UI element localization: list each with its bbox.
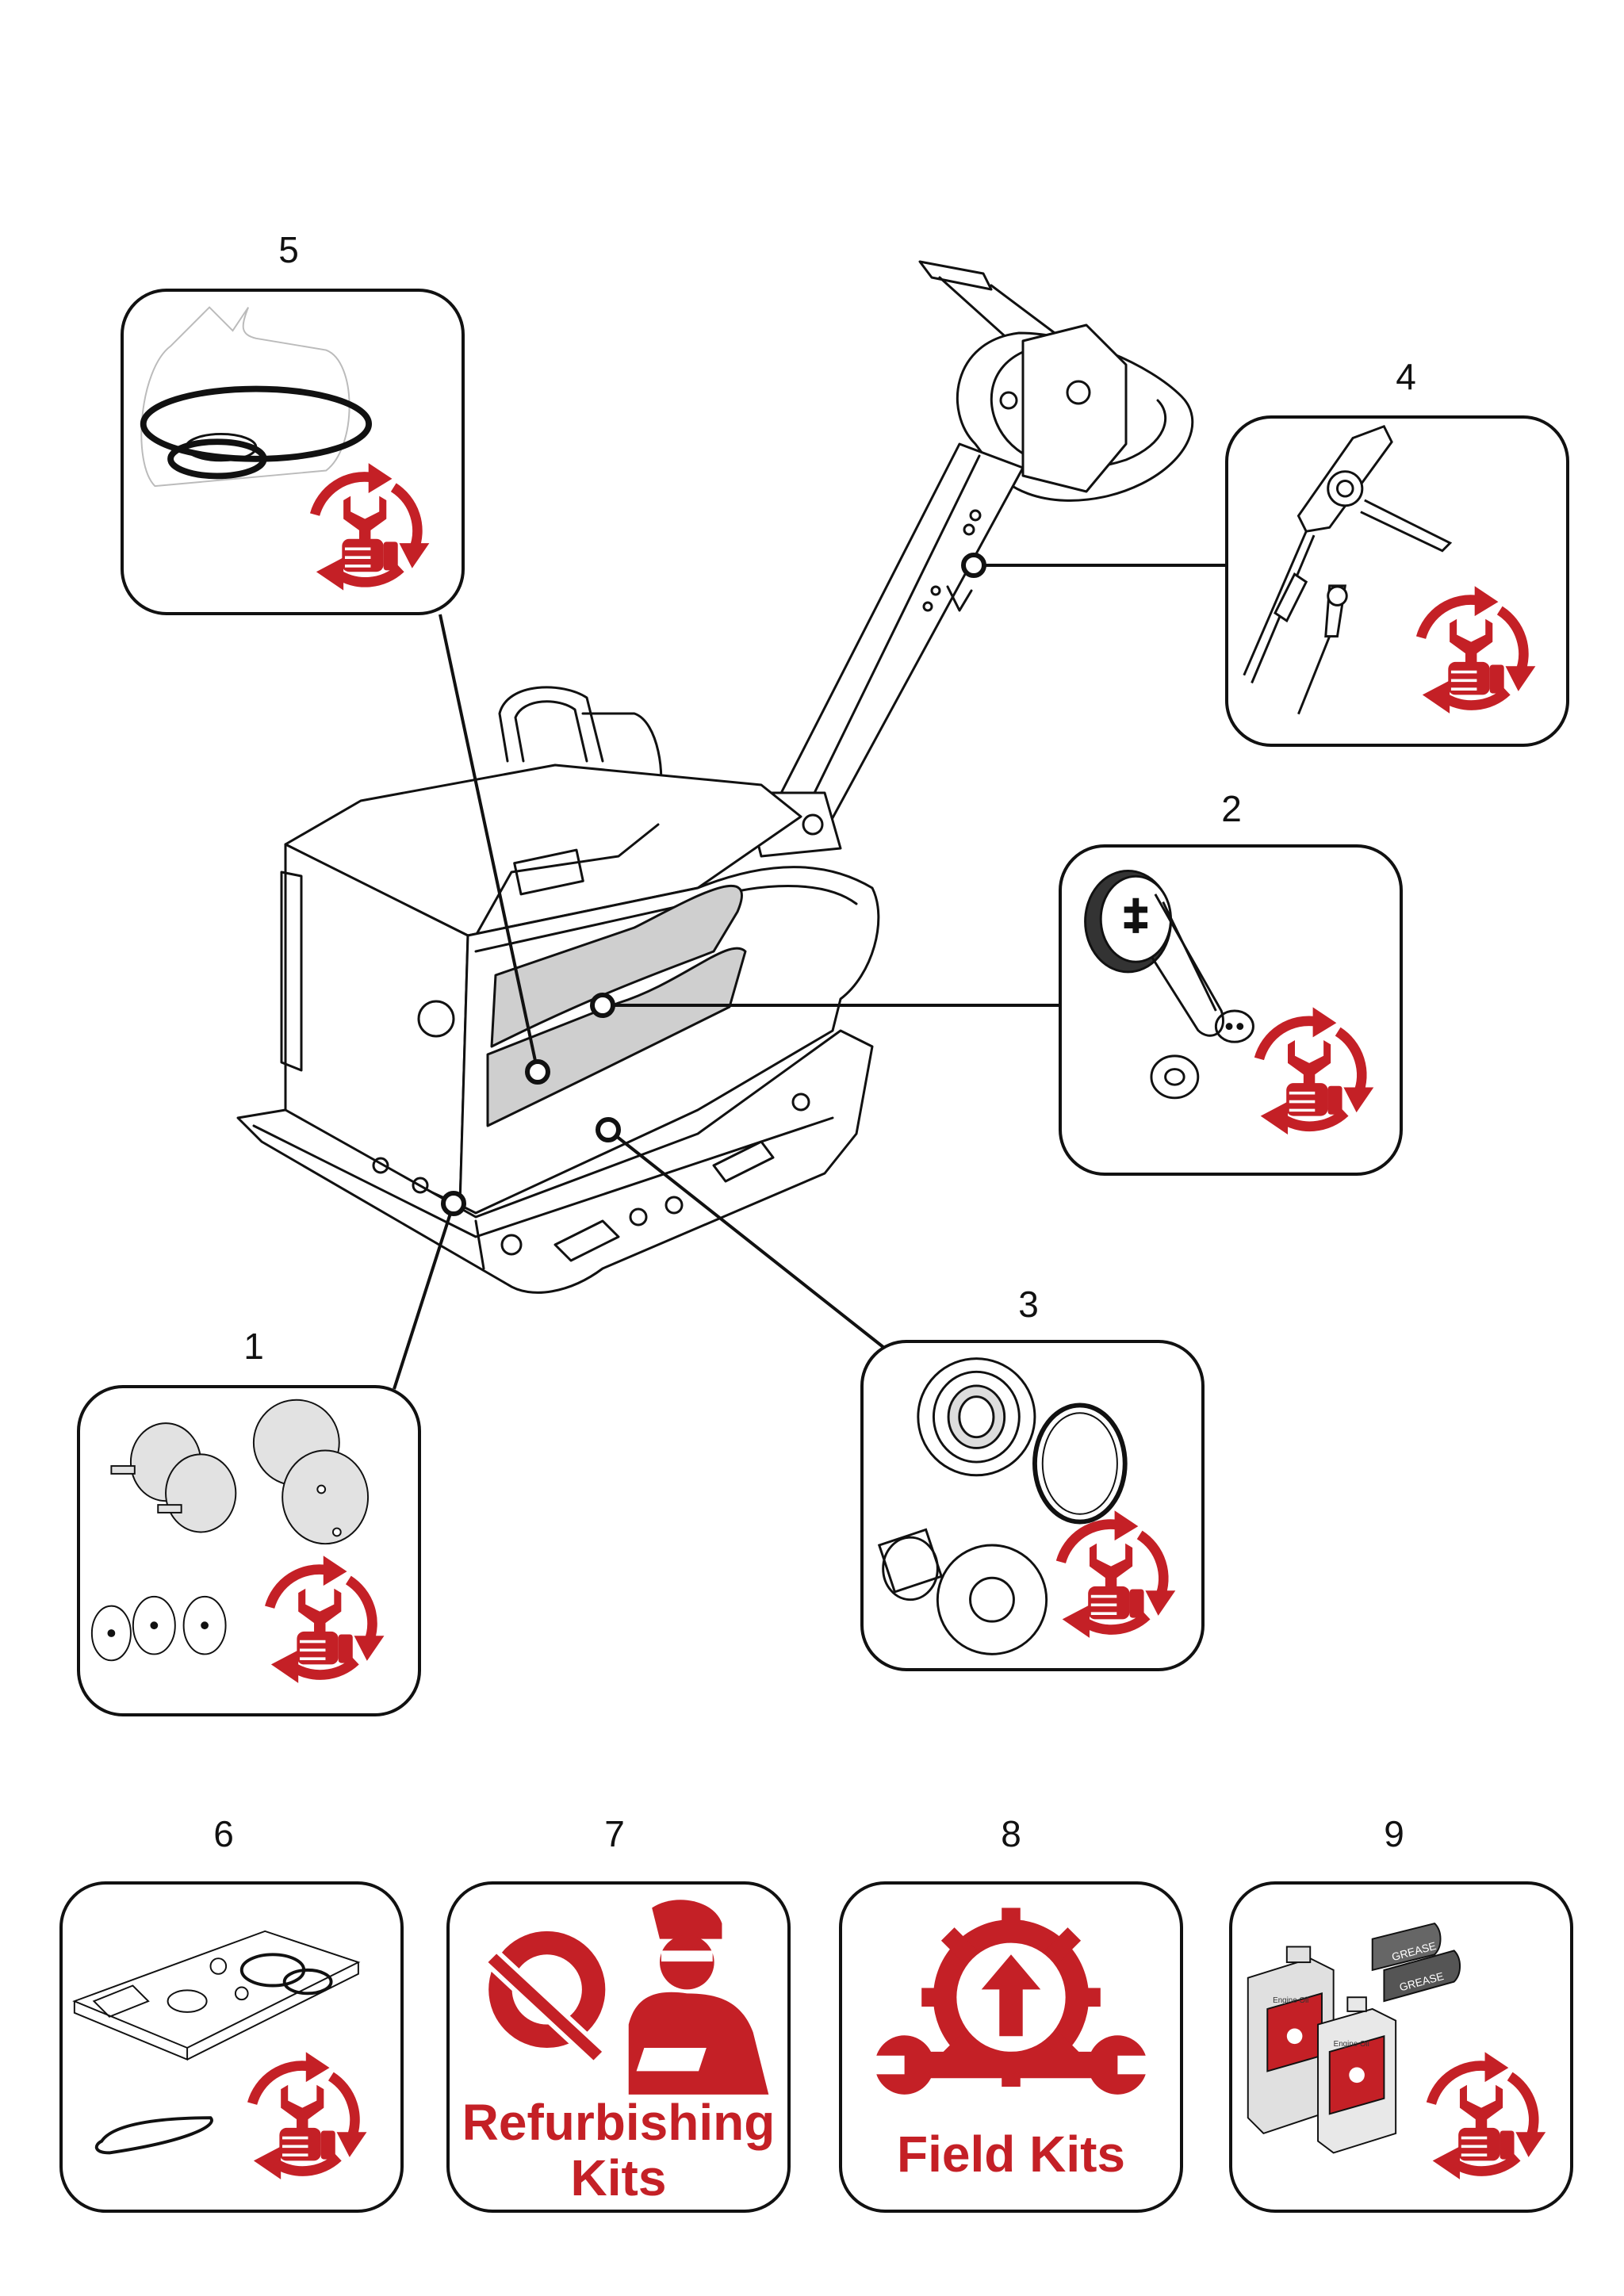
- gear-arrow-icon: [921, 1908, 1101, 2087]
- refurbishing-title: Refurbishing: [462, 2094, 776, 2151]
- refurbishing-subtitle: Kits: [570, 2149, 667, 2206]
- callout-point-1: [441, 1191, 466, 1216]
- kit-recycle-icon: [252, 2052, 366, 2179]
- kit-box-7-refurbishing[interactable]: Refurbishing Kits: [446, 1881, 791, 2213]
- kit-box-9-lubricants[interactable]: GREASE GREASE Engine Oil Engine Oil: [1229, 1881, 1573, 2213]
- kit-box-1-rubber-buffers[interactable]: [77, 1385, 421, 1716]
- callout-number-7: 7: [604, 1813, 625, 1854]
- mechanic-icon: [628, 1900, 769, 2095]
- callout-point-5: [525, 1059, 550, 1085]
- callout-number-3: 3: [1018, 1284, 1039, 1325]
- gear-wrench-icon: [481, 1931, 609, 2067]
- leader-line-5: [439, 614, 539, 1073]
- callout-number-4: 4: [1396, 356, 1416, 397]
- leader-line-3: [607, 1128, 886, 1349]
- callout-number-8: 8: [1001, 1813, 1021, 1854]
- callout-point-2: [590, 993, 615, 1018]
- callout-number-2: 2: [1221, 788, 1242, 829]
- leader-line-1: [393, 1203, 455, 1390]
- kit-box-5-seals[interactable]: [121, 289, 465, 615]
- callout-number-9: 9: [1384, 1813, 1404, 1854]
- oil-label: Engine Oil: [1273, 1996, 1308, 2005]
- kit-recycle-icon: [1421, 586, 1535, 714]
- callout-number-6: 6: [213, 1813, 234, 1854]
- field-kits-title: Field Kits: [896, 2126, 1126, 2183]
- kit-recycle-icon: [1061, 1510, 1175, 1638]
- kit-recycle-icon: [1259, 1007, 1373, 1135]
- kit-recycle-icon: [270, 1556, 384, 1683]
- kit-box-3-bearing[interactable]: [860, 1340, 1205, 1671]
- wrench-icon: [873, 2035, 1149, 2095]
- callout-number-1: 1: [243, 1326, 264, 1367]
- kit-box-6-service-kit[interactable]: [59, 1881, 404, 2213]
- kit-box-4-throttle-cable[interactable]: [1225, 415, 1569, 747]
- callout-point-3: [596, 1117, 621, 1142]
- kit-box-2-pulley-belt[interactable]: [1059, 844, 1403, 1176]
- oil-label: Engine Oil: [1334, 2040, 1369, 2049]
- kit-recycle-icon: [1431, 2052, 1545, 2179]
- kit-recycle-icon: [315, 463, 429, 591]
- kit-box-8-field-kits[interactable]: Field Kits: [839, 1881, 1183, 2213]
- callout-point-4: [961, 553, 986, 578]
- callout-number-5: 5: [278, 229, 299, 270]
